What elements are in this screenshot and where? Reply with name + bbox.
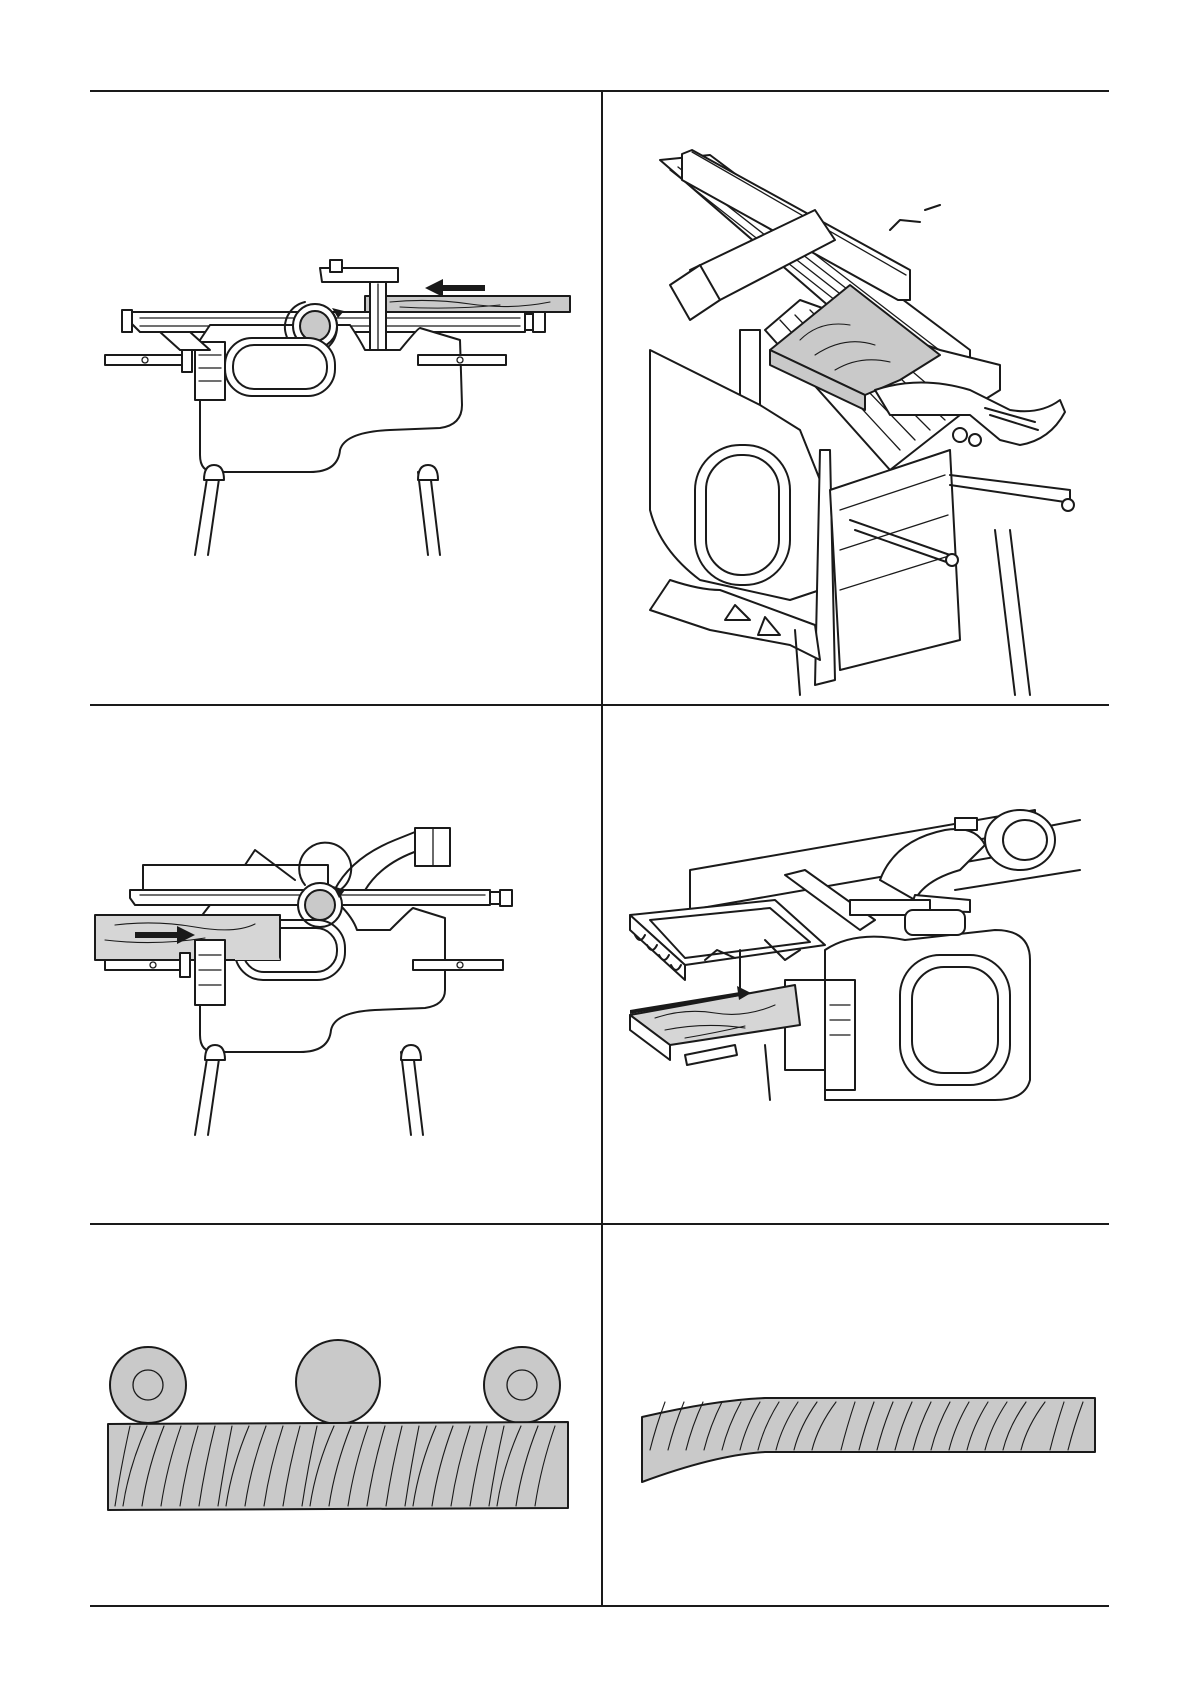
thicknesser-side-view-feed-from-left [95, 820, 575, 1140]
row-divider-1 [90, 704, 1109, 706]
planer-side-view-feed-from-right [100, 250, 580, 570]
surface-planer-perspective-with-push-stick [640, 150, 1080, 695]
top-rule [90, 90, 1109, 92]
arrow-left-icon [425, 279, 485, 297]
rollers-on-workpiece-diagram [100, 1340, 580, 1530]
column-divider [601, 90, 603, 1606]
curved-workpiece-diagram [635, 1390, 1095, 1490]
bottom-rule [90, 1605, 1109, 1607]
thicknesser-perspective-feed-table [625, 800, 1085, 1150]
row-divider-2 [90, 1223, 1109, 1225]
